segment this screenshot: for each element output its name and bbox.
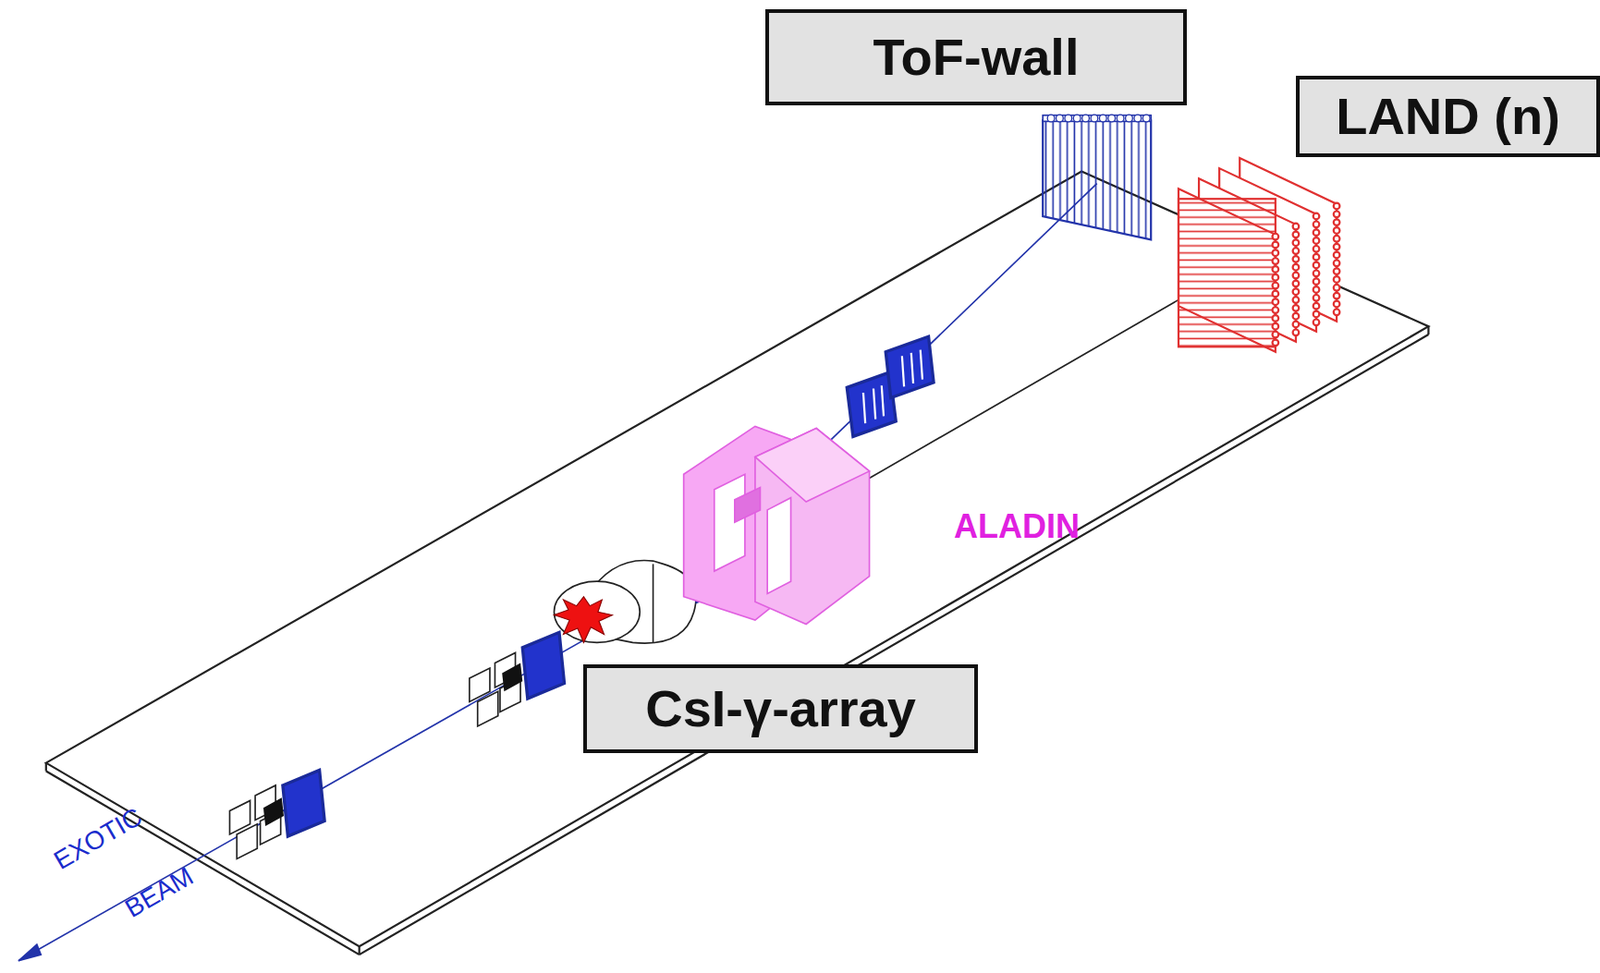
label-box: CsI-γ-array <box>583 664 978 754</box>
beam-detector <box>229 632 564 859</box>
label-text: LAND (n) <box>1335 90 1561 143</box>
tof-wall <box>1042 114 1151 240</box>
land-detector <box>1178 158 1340 353</box>
tracking-detector <box>846 336 934 437</box>
beam-trajectory <box>18 183 1225 962</box>
label-text: CsI-γ-array <box>645 683 917 735</box>
aladin-magnet <box>683 426 870 624</box>
target-chamber <box>553 560 696 644</box>
label-text: ToF-wall <box>873 31 1080 84</box>
reaction-star <box>553 597 612 644</box>
beam-label: BEAM <box>121 863 198 923</box>
platform <box>46 170 1430 955</box>
beam-label: EXOTIC <box>49 804 147 875</box>
label-box: LAND (n) <box>1295 75 1600 158</box>
magnet-label: ALADIN <box>953 510 1080 544</box>
label-box: ToF-wall <box>765 9 1187 106</box>
